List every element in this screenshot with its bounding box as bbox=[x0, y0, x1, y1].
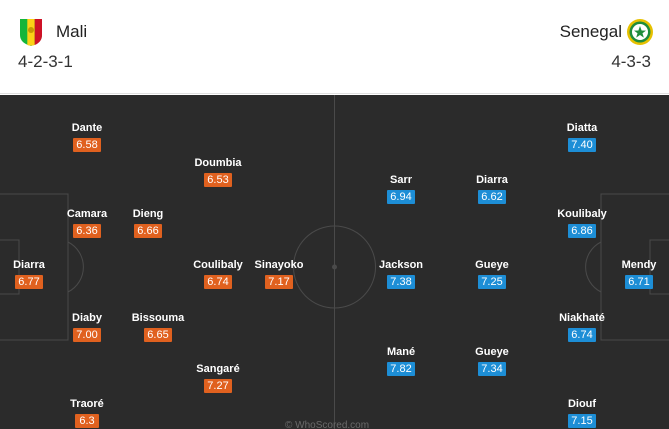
home-player[interactable]: Traoré 6.3 bbox=[47, 398, 127, 429]
player-name: Jackson bbox=[378, 259, 424, 271]
player-name: Dieng bbox=[132, 208, 164, 220]
player-rating-badge: 6.62 bbox=[478, 190, 506, 204]
player-rating-badge: 7.25 bbox=[478, 275, 506, 289]
away-player[interactable]: Koulibaly 6.86 bbox=[542, 208, 622, 239]
player-rating-badge: 7.27 bbox=[204, 379, 232, 393]
senegal-crest-icon bbox=[627, 19, 653, 45]
player-name: Coulibaly bbox=[193, 259, 243, 271]
player-name: Diouf bbox=[567, 398, 597, 410]
player-name: Doumbia bbox=[194, 157, 242, 169]
player-name: Mané bbox=[386, 346, 416, 358]
player-name: Traoré bbox=[70, 398, 104, 410]
player-rating-badge: 7.34 bbox=[478, 362, 506, 376]
player-name: Bissouma bbox=[131, 312, 185, 324]
player-name: Koulibaly bbox=[557, 208, 607, 220]
player-name: Gueye bbox=[475, 259, 509, 271]
player-name: Sangaré bbox=[196, 363, 240, 375]
player-rating-badge: 6.36 bbox=[73, 224, 101, 238]
player-rating-badge: 6.77 bbox=[15, 275, 43, 289]
player-rating-badge: 6.3 bbox=[75, 414, 99, 428]
away-player[interactable]: Mané 7.82 bbox=[361, 346, 441, 377]
player-rating-badge: 7.15 bbox=[568, 414, 596, 428]
away-player[interactable]: Diarra 6.62 bbox=[452, 174, 532, 205]
home-player[interactable]: Dieng 6.66 bbox=[108, 208, 188, 239]
player-name: Diarra bbox=[476, 174, 508, 186]
away-player[interactable]: Diatta 7.40 bbox=[542, 122, 622, 153]
home-player[interactable]: Doumbia 6.53 bbox=[178, 157, 258, 188]
away-team-name: Senegal bbox=[559, 22, 622, 41]
home-player[interactable]: Coulibaly 6.74 bbox=[178, 259, 258, 290]
player-rating-badge: 7.38 bbox=[387, 275, 415, 289]
player-rating-badge: 7.17 bbox=[265, 275, 293, 289]
player-rating-badge: 7.00 bbox=[73, 328, 101, 342]
home-player[interactable]: Camara 6.36 bbox=[47, 208, 127, 239]
watermark: © WhoScored.com bbox=[285, 420, 370, 429]
home-player[interactable]: Sangaré 7.27 bbox=[178, 363, 258, 394]
player-name: Diaby bbox=[72, 312, 102, 324]
home-player[interactable]: Dante 6.58 bbox=[47, 122, 127, 153]
home-player[interactable]: Sinayoko 7.17 bbox=[239, 259, 319, 290]
player-name: Sinayoko bbox=[254, 259, 304, 271]
home-team-name: Mali bbox=[56, 22, 88, 41]
player-rating-badge: 6.66 bbox=[134, 224, 162, 238]
away-player[interactable]: Gueye 7.34 bbox=[452, 346, 532, 377]
player-rating-badge: 7.82 bbox=[387, 362, 415, 376]
player-name: Diarra bbox=[13, 259, 45, 271]
away-player[interactable]: Jackson 7.38 bbox=[361, 259, 441, 290]
away-player[interactable]: Mendy 6.71 bbox=[599, 259, 669, 290]
away-formation: 4-3-3 bbox=[611, 52, 651, 71]
home-player[interactable]: Diaby 7.00 bbox=[47, 312, 127, 343]
player-rating-badge: 6.74 bbox=[204, 275, 232, 289]
away-player[interactable]: Gueye 7.25 bbox=[452, 259, 532, 290]
home-player[interactable]: Diarra 6.77 bbox=[0, 259, 69, 290]
home-player[interactable]: Bissouma 6.65 bbox=[118, 312, 198, 343]
away-player[interactable]: Diouf 7.15 bbox=[542, 398, 622, 429]
pitch-markings bbox=[0, 95, 669, 429]
player-rating-badge: 7.40 bbox=[568, 138, 596, 152]
player-rating-badge: 6.65 bbox=[144, 328, 172, 342]
player-rating-badge: 6.94 bbox=[387, 190, 415, 204]
player-name: Dante bbox=[71, 122, 103, 134]
player-rating-badge: 6.53 bbox=[204, 173, 232, 187]
player-name: Sarr bbox=[389, 174, 413, 186]
player-name: Niakhaté bbox=[559, 312, 605, 324]
player-name: Gueye bbox=[475, 346, 509, 358]
player-rating-badge: 6.71 bbox=[625, 275, 653, 289]
away-player[interactable]: Niakhaté 6.74 bbox=[542, 312, 622, 343]
player-name: Mendy bbox=[621, 259, 657, 271]
player-rating-badge: 6.86 bbox=[568, 224, 596, 238]
player-rating-badge: 6.74 bbox=[568, 328, 596, 342]
mali-flag-icon bbox=[20, 19, 42, 46]
player-name: Camara bbox=[66, 208, 108, 220]
lineup-header: Mali 4-2-3-1 Senegal 4-3-3 bbox=[0, 0, 669, 94]
home-formation: 4-2-3-1 bbox=[18, 52, 73, 71]
player-rating-badge: 6.58 bbox=[73, 138, 101, 152]
away-player[interactable]: Sarr 6.94 bbox=[361, 174, 441, 205]
player-name: Diatta bbox=[566, 122, 598, 134]
